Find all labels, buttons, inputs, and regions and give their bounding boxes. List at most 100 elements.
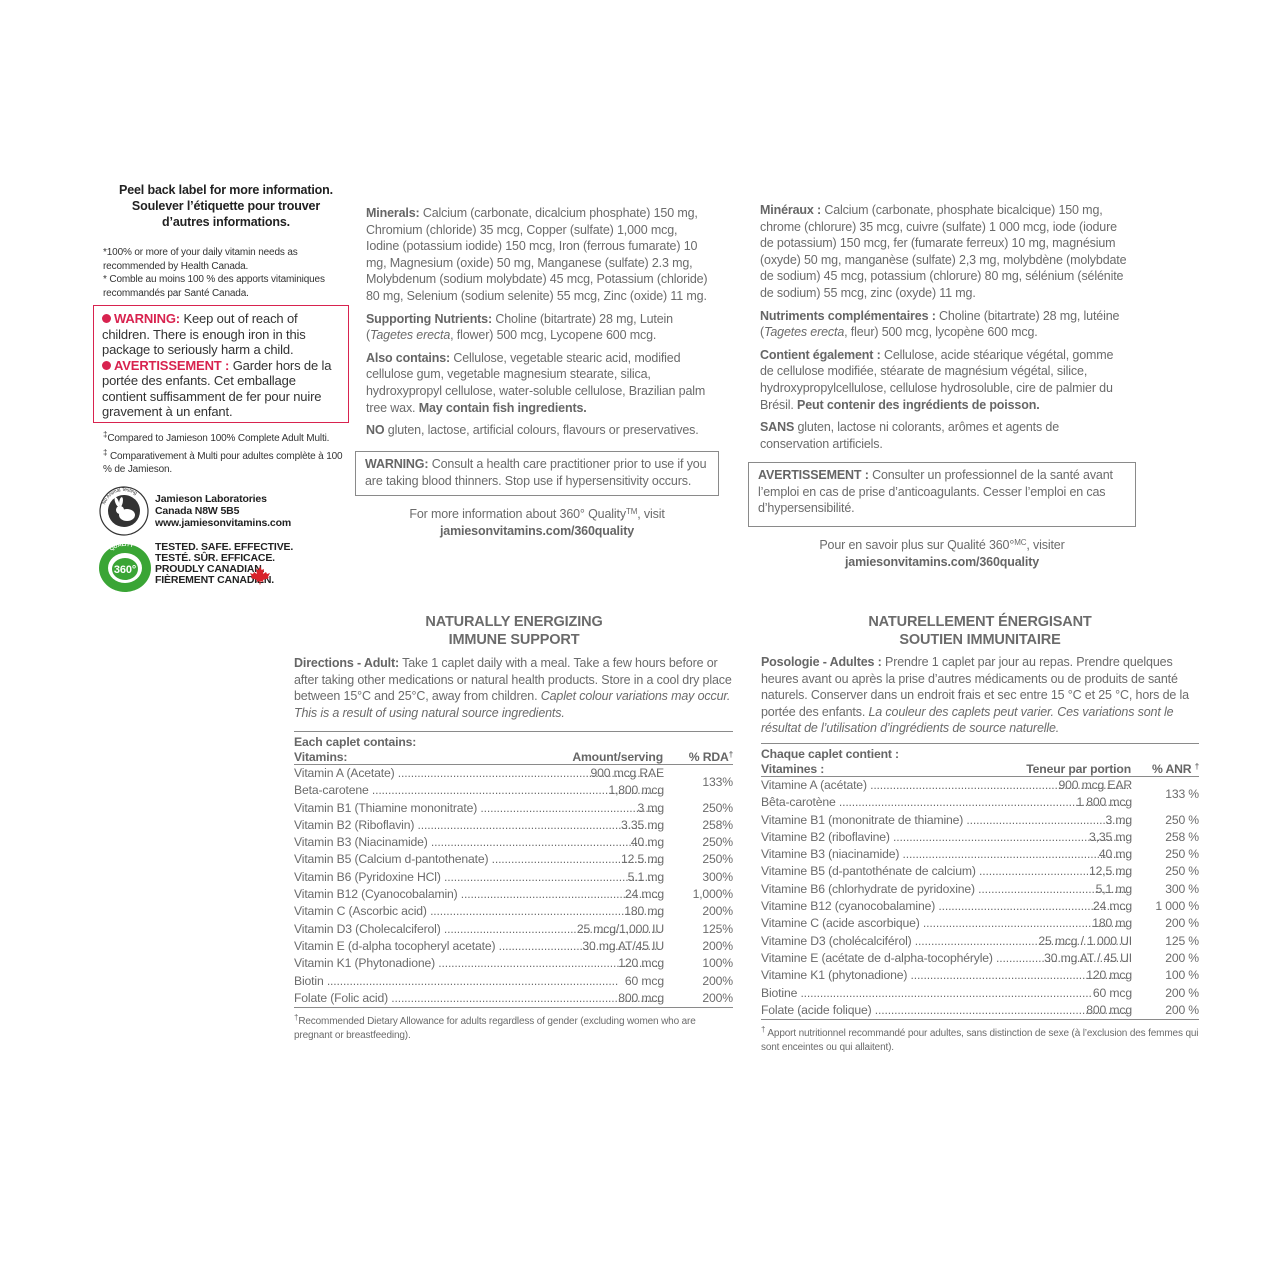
nutrient-rda: 258% [702,817,733,832]
warn-text: Consult a health care practitioner prior… [365,457,707,488]
nutrient-name: Vitamin K1 (Phytonadione) ..............… [294,956,660,971]
quality-link[interactable]: jamiesonvitamins.com/360quality [439,523,635,538]
nutrient-name: Biotine ................................… [761,985,1092,1000]
compare-en: ‡Compared to Jamieson 100% Complete Adul… [103,428,353,446]
minerals-fr: Minéraux : Calcium (carbonate, phosphate… [760,202,1128,302]
table-row: Vitamine B6 (chlorhydrate de pyridoxine)… [761,881,1199,898]
nutrient-name: Vitamin B6 (Pyridoxine HCl) ............… [294,869,660,884]
supporting-fr: Nutriments complémentaires : Choline (bi… [760,308,1128,341]
nutrient-amount: 1,800 mcg [608,783,664,798]
more-info-fr: Pour en savoir plus sur Qualité 360°MC, … [748,535,1136,570]
directions-text: Prendre 1 caplet par jour au repas. Pren… [761,655,1189,719]
nutrient-name: Vitamine K1 (phytonadione) .............… [761,968,1128,983]
table-amount-header: Teneur par portion [1026,762,1131,776]
table-row: Folate (Folic acid) ....................… [294,990,733,1007]
proud-en: PROUDLY CANADIAN. [155,563,265,575]
nutrient-amount: 1 800 mcg [1076,795,1132,810]
table-footnote: † Apport nutritionnel recommandé pour ad… [761,1019,1199,1054]
no-en: NO gluten, lactose, artificial colours, … [366,422,711,439]
nutrient-name: Vitamin B12 (Cyanocobalamin) ...........… [294,887,660,902]
nutrient-amount: 25 mcg/1,000 IU [576,921,664,936]
nutrient-rda: 250% [702,835,733,850]
nutrient-amount: 40 mg [1098,847,1132,862]
quality-360-logo: 360° QUALITY [99,542,151,592]
directions-en: Directions - Adult: Take 1 caplet daily … [294,655,734,721]
supporting-latin: Tagetes erecta [764,325,845,340]
nutrient-rda: 258 % [1165,829,1199,844]
supporting-text-b: , fleur) 500 mcg, lycopène 600 mcg. [844,325,1038,340]
child-warning-box: WARNING: Keep out of reach of children. … [93,305,349,423]
table-header: Each caplet contains: Vitamins: Amount/s… [294,732,733,765]
product-heading-en: NATURALLY ENERGIZING IMMUNE SUPPORT [294,613,734,649]
nutrient-amount: 30 mg AT / 45 UI [1044,950,1132,965]
dagger-mark: † [728,750,733,759]
supporting-latin: Tagetes erecta [370,328,451,343]
heading-line-1: NATURALLY ENERGIZING [425,614,603,630]
table-row: Biotin .................................… [294,973,733,990]
table-row: Vitamin D3 (Cholecalciferol) ...........… [294,921,733,938]
table-vitamins-label: Vitamins: [294,750,348,764]
table-row: Vitamine E (acétate de d-alpha-tocophéry… [761,950,1199,967]
nutrient-amount: 3.35 mg [621,817,664,832]
nutrient-name: Vitamine B12 (cyanocobalamine) .........… [761,899,1128,914]
table-header: Chaque caplet contient : Vitamines : Ten… [761,744,1199,777]
nutrient-rda: 200 % [1165,985,1199,1000]
nutrient-rda: 250 % [1165,847,1199,862]
warning-box-fr: AVERTISSEMENT : Consulter un professionn… [748,462,1136,527]
nutrient-name: Vitamine C (acide ascorbique) ..........… [761,916,1128,931]
warning-text: Keep out of reach of children. There is … [102,311,306,357]
proud-fr: FIÈREMENT CANADIEN. [155,574,275,586]
table-row: Vitamin E (d-alpha tocopheryl acetate) .… [294,938,733,955]
nutrient-rda: 250% [702,852,733,867]
peel-fr-2: d’autres informations. [162,215,290,229]
more-text-a: Pour en savoir plus sur Qualité 360° [819,538,1015,552]
avert-label: AVERTISSEMENT : [114,357,230,373]
nutrient-rda: 133 % [1165,786,1199,801]
nutrient-name: Vitamin B1 (Thiamine mononitrate) ......… [294,800,660,815]
table-amount-header: Amount/serving [572,750,663,764]
company-name: Jamieson Laboratories [155,493,267,505]
nutrient-amount: 5.1 mg [627,869,665,884]
nutrient-amount: 60 mcg [624,973,664,988]
tm-mark: TM [625,507,638,516]
table-row: Vitamin B6 (Pyridoxine HCl) ............… [294,869,733,886]
nutrient-rda: 100% [702,956,733,971]
peel-fr-1: Soulever l’étiquette pour trouver [131,199,321,213]
dagger-mark: † [294,1013,299,1023]
also-label: Also contains: [366,350,451,365]
nutrient-name: Folate (Folic acid) ....................… [294,990,660,1005]
also-text: Cellulose, acide stéarique végétal, gomm… [760,347,1114,412]
table-row: Vitamine D3 (cholécalciférol) ..........… [761,933,1199,950]
peel-en: Peel back label for more information. [119,183,333,197]
nutrient-name: Vitamine B1 (mononitrate de thiamine) ..… [761,812,1128,827]
company-postal: Canada N8W 5B5 [155,505,240,517]
fish-allergen: Peut contenir des ingrédients de poisson… [797,397,1040,412]
nutrient-amount: 180 mg [1092,916,1132,931]
nutrient-name: Bêta-carotène ..........................… [761,795,1128,810]
nutrient-name: Vitamin D3 (Cholecalciferol) ...........… [294,921,660,936]
table-row: Vitamin A (Acetate) ....................… [294,765,733,789]
rda-header-text: % RDA [688,750,729,764]
nutrient-amount: 800 mcg [1086,1002,1132,1017]
quality-link[interactable]: jamiesonvitamins.com/360quality [844,554,1040,569]
nutrient-amount: 40 mg [630,835,664,850]
maple-leaf-icon [250,566,270,585]
nutrient-rda: 125 % [1165,933,1199,948]
nutrient-name: Vitamin B2 (Riboflavin) ................… [294,817,660,832]
more-text-a: For more information about 360° Quality [409,507,626,521]
supporting-label: Nutriments complémentaires : [760,308,936,323]
nutrient-name: Vitamine B5 (d-pantothénate de calcium) … [761,864,1128,879]
nutrient-amount: 120 mcg [1086,968,1132,983]
company-info: Jamieson Laboratories Canada N8W 5B5 www… [155,493,291,529]
nutrient-name: Vitamine B3 (niacinamide) ..............… [761,847,1128,862]
compare-fr: ‡ Comparativement à Multi pour adultes c… [103,446,353,477]
table-row: Vitamine B5 (d-pantothénate de calcium) … [761,863,1199,880]
fish-allergen: May contain fish ingredients. [418,400,587,415]
more-line: For more information about 360° QualityT… [355,504,719,523]
minerals-text: Calcium (carbonate, dicalcium phosphate)… [366,206,708,303]
more-text-b: , visiter [1026,538,1065,552]
nutrient-rda: 300% [702,869,733,884]
nutrient-name: Vitamin B3 (Niacinamide) ...............… [294,835,660,850]
nutrient-amount: 3 mg [637,800,665,815]
nutrient-amount: 120 mcg [618,956,664,971]
